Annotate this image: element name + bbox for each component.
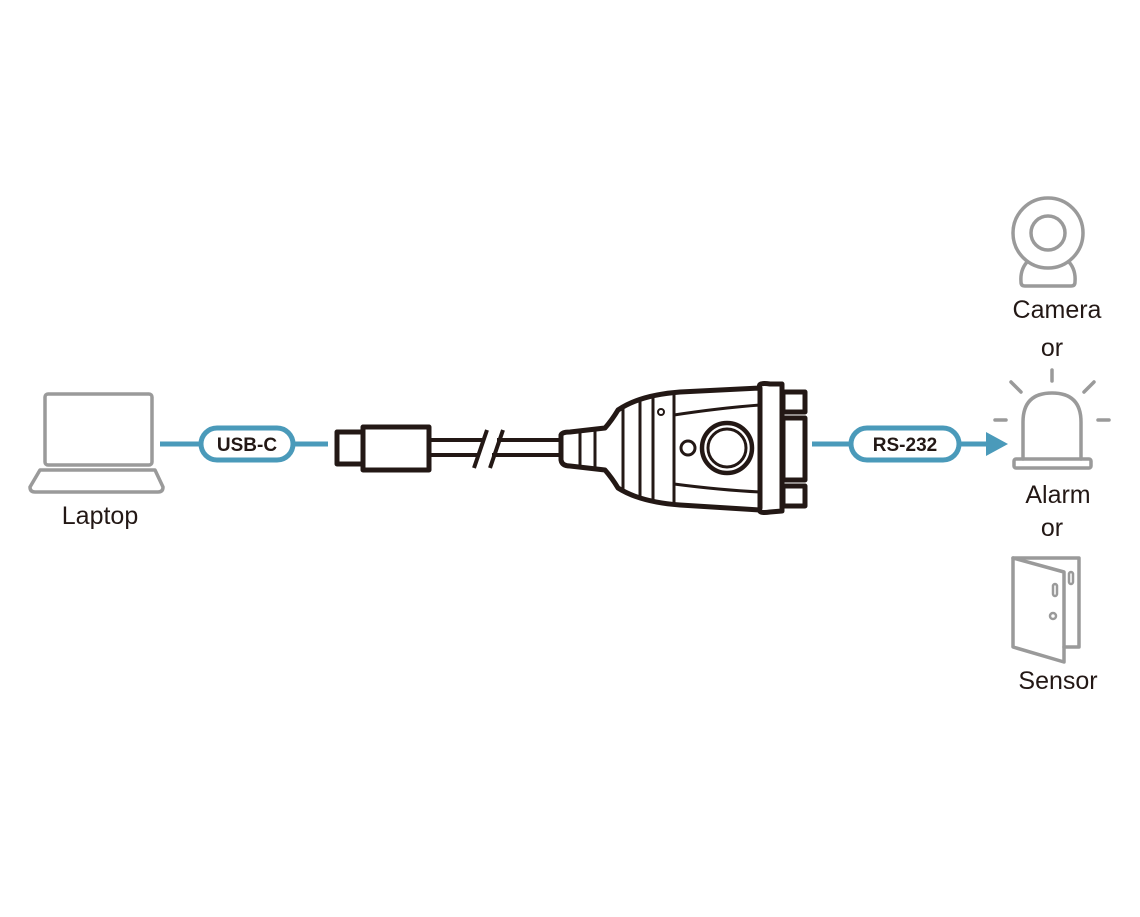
laptop-label: Laptop <box>62 502 138 530</box>
camera-icon <box>1011 196 1085 288</box>
laptop-icon <box>28 392 165 494</box>
camera-label: Camera <box>1013 296 1102 324</box>
svg-text:RS-232: RS-232 <box>873 435 937 456</box>
or-separator: or <box>1041 514 1063 542</box>
or-separator: or <box>1041 334 1063 362</box>
door-sensor-icon <box>1011 556 1081 664</box>
rs-232-badge: RS-232 <box>848 425 962 463</box>
alarm-icon <box>993 368 1111 470</box>
usb-c-badge: USB-C <box>198 425 296 463</box>
sensor-label: Sensor <box>1018 667 1097 695</box>
svg-text:USB-C: USB-C <box>217 435 277 456</box>
usb-to-serial-adapter-cable <box>334 381 808 515</box>
arrow-right-icon <box>986 432 1008 456</box>
alarm-label: Alarm <box>1025 481 1090 509</box>
